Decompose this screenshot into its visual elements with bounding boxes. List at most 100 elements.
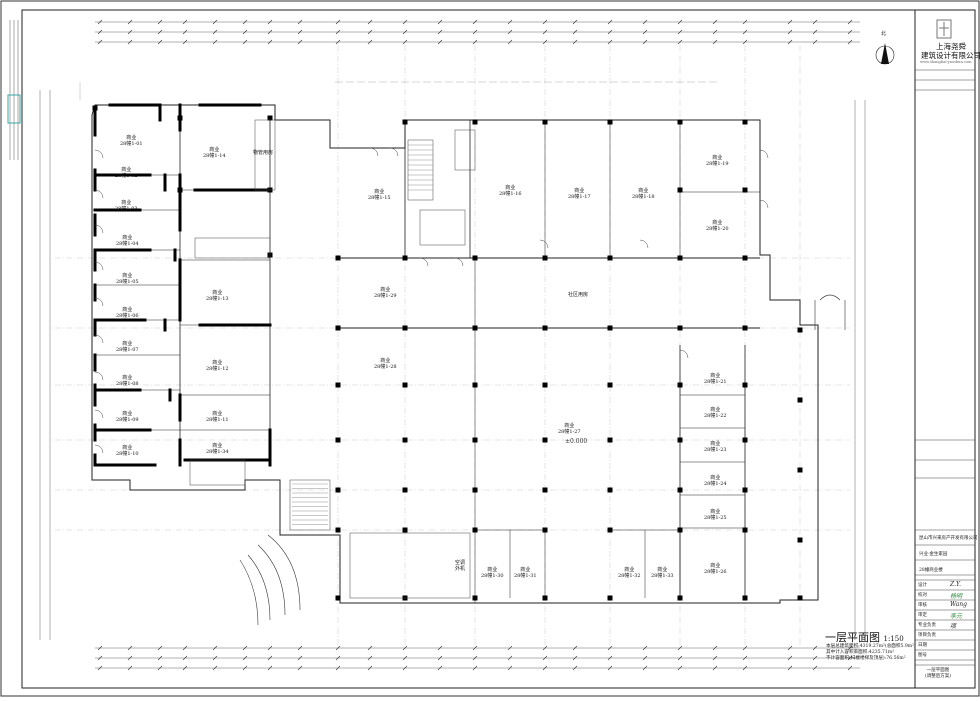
room-code: 28幢1-01 [120, 141, 143, 147]
column-mark [607, 325, 613, 331]
door-arc [94, 261, 104, 271]
room-name: 商业 [126, 135, 137, 141]
dimension-tick [572, 39, 578, 45]
room-name: 商业 [122, 375, 133, 381]
dimension-tick [787, 29, 793, 35]
dimension-tick [157, 665, 163, 671]
door-arc [369, 147, 379, 157]
signature: Wang [950, 601, 967, 608]
room-code: 28幢1-03 [115, 206, 138, 212]
column-mark [402, 325, 408, 331]
column-mark [742, 119, 748, 125]
room-code: 28幢1-29 [374, 293, 397, 299]
room-code: 28幢1-05 [116, 279, 139, 285]
dimension-tick [182, 645, 188, 651]
dimension-tick [607, 655, 613, 661]
dimension-tick [437, 655, 443, 661]
room-name: 商业 [380, 287, 391, 293]
north-label: 北 [881, 31, 887, 37]
dimension-tick [847, 655, 853, 661]
dimension-tick [607, 665, 613, 671]
column-mark [607, 437, 613, 443]
dimension-tick [472, 665, 478, 671]
dimension-tick [472, 655, 478, 661]
column-mark [677, 437, 683, 443]
room-code: 28幢1-28 [374, 364, 397, 370]
dimension-tick [437, 645, 443, 651]
room-code: 28幢1-20 [706, 226, 729, 232]
room-name: 商业 [212, 411, 223, 417]
dimension-tick [127, 39, 133, 45]
dimension-tick [847, 645, 853, 651]
dimension-tick [507, 645, 513, 651]
door-arc [759, 199, 769, 209]
column-mark [797, 397, 803, 403]
room-code: 28幢1-22 [704, 413, 727, 419]
door-arc [419, 257, 429, 267]
dimension-tick [572, 19, 578, 25]
signature-role: 项目负责 [918, 633, 936, 638]
column-mark [742, 382, 748, 388]
dimension-tick [242, 39, 248, 45]
dimension-tick [402, 19, 408, 25]
dimension-tick [507, 39, 513, 45]
column-mark [742, 325, 748, 331]
dimension-tick [127, 665, 133, 671]
dimension-tick [297, 39, 303, 45]
room-name: 商业 [212, 360, 223, 366]
dimension-tick [742, 665, 748, 671]
dimension-tick [507, 665, 513, 671]
dimension-tick [97, 665, 103, 671]
dimension-tick [572, 29, 578, 35]
dimension-tick [437, 39, 443, 45]
room-code: 28幢1-19 [706, 161, 729, 167]
column-mark [335, 255, 341, 261]
room-name: 商业 [574, 188, 585, 194]
column-mark [402, 527, 408, 533]
column-mark [677, 187, 683, 193]
dimension-tick [267, 645, 273, 651]
column-mark [402, 382, 408, 388]
room-code: 28幢1-21 [704, 379, 727, 385]
dimension-tick [182, 19, 188, 25]
dimension-tick [507, 655, 513, 661]
room-code: 28幢1-07 [116, 347, 139, 353]
dimension-tick [812, 29, 818, 35]
dimension-tick [212, 645, 218, 651]
dimension-tick [335, 19, 341, 25]
dimension-tick [847, 39, 853, 45]
signature: 项 [950, 623, 957, 630]
dimension-tick [787, 655, 793, 661]
column-mark [472, 119, 478, 125]
dimension-tick [242, 665, 248, 671]
dimension-tick [607, 39, 613, 45]
signature-role: 专业负责 [918, 623, 936, 628]
dimension-tick [127, 19, 133, 25]
dimension-tick [182, 665, 188, 671]
dimension-tick [367, 29, 373, 35]
room-name: 商业 [122, 411, 133, 417]
door-arc [94, 409, 104, 419]
company-website: www.shanghai-yaoshun.com [920, 60, 972, 64]
dimension-tick [367, 665, 373, 671]
room-code: 28幢1-09 [116, 417, 139, 423]
room-name: 商业 [710, 509, 721, 515]
door-arc [389, 147, 399, 157]
dimension-tick [242, 19, 248, 25]
dimension-tick [472, 39, 478, 45]
door-arc [94, 149, 104, 159]
dimension-tick [712, 39, 718, 45]
dimension-tick [182, 655, 188, 661]
note-line: 其中计入容积率面积:4235.71m² [826, 650, 895, 655]
column-mark [472, 382, 478, 388]
room-code: 28幢1-23 [704, 447, 727, 453]
